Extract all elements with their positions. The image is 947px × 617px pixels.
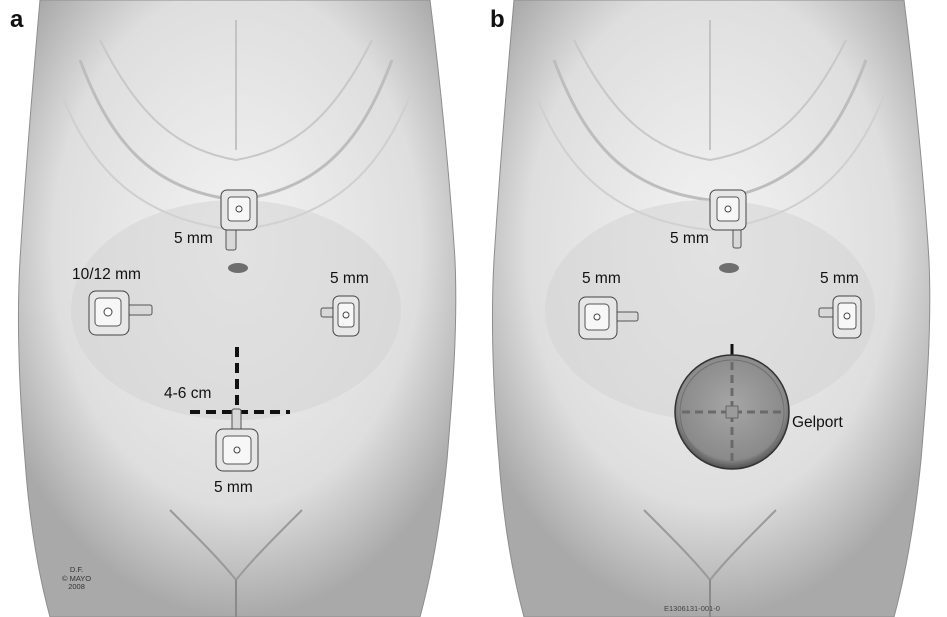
torso-illustration [474,0,947,617]
panel-letter-a: a [10,6,23,34]
illustrator-credit: D.F. © MAYO 2008 [62,566,91,592]
port-label-upper: 5 mm [174,230,213,248]
figure-code: E1306131-001-0 [664,604,720,613]
incision-length-label: 4-6 cm [164,385,211,403]
trocar-port-icon [709,188,747,252]
panel-letter-b: b [490,6,505,34]
trocar-port-icon [220,188,258,252]
port-label-right: 5 mm [820,270,859,288]
port-label-left: 5 mm [582,270,621,288]
trocar-port-icon [818,292,862,344]
trocar-port-icon [212,408,262,474]
trocar-port-icon [88,290,154,336]
trocar-port-icon [578,296,640,342]
port-label-left: 10/12 mm [72,266,141,284]
gelport-label: Gelport [792,414,843,432]
navel [719,263,739,273]
torso-illustration [0,0,473,617]
port-label-right: 5 mm [330,270,369,288]
panel-a: a 5 mm 10/12 mm 5 mm 5 mm 4-6 cm D.F. © … [0,0,473,617]
navel [228,263,248,273]
panel-b: b 5 mm 5 mm 5 mm Gelport E1306131-001-0 [474,0,947,617]
trocar-port-icon [320,292,360,342]
credit-line-3: 2008 [62,583,91,592]
port-label-upper: 5 mm [670,230,709,248]
port-label-lower: 5 mm [214,479,253,497]
